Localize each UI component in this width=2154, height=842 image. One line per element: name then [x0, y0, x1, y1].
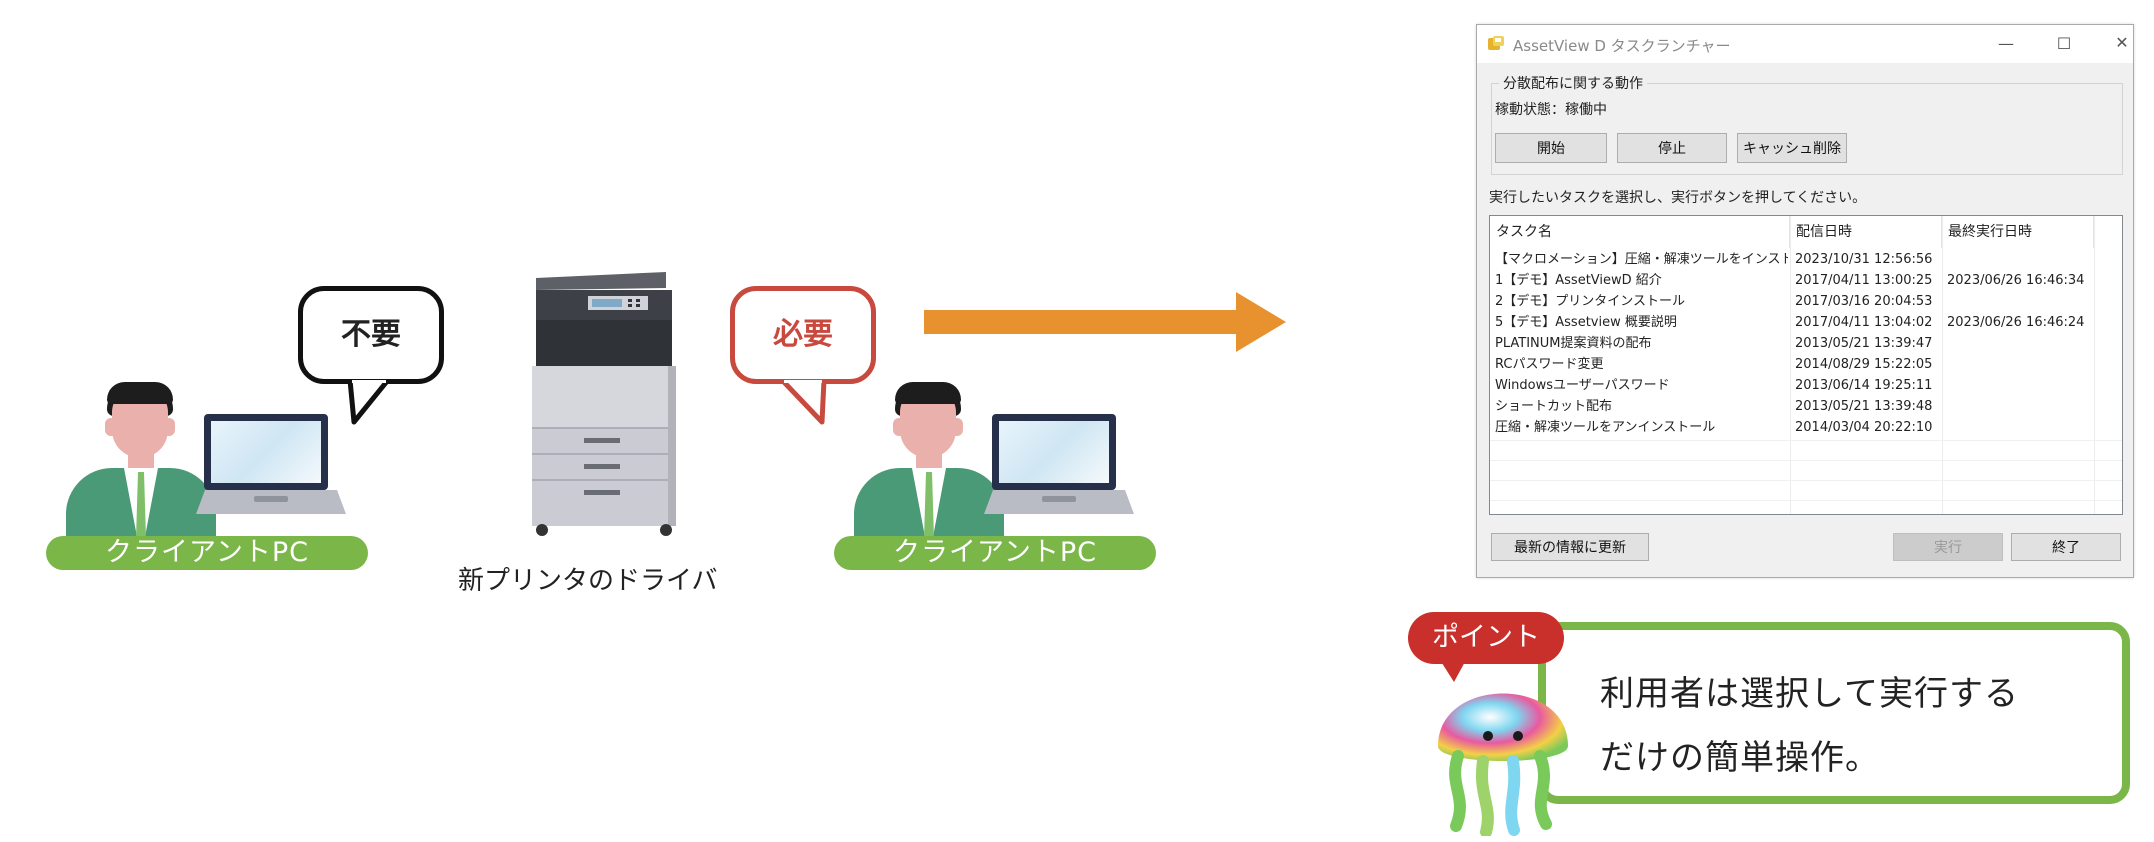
task-last-run — [1942, 418, 2094, 438]
task-last-run — [1942, 334, 2094, 354]
task-last-run — [1942, 292, 2094, 312]
client-pc-label-right: クライアントPC — [834, 536, 1156, 570]
speech-bubble-needed: 必要 — [730, 286, 876, 384]
client-laptop-right — [984, 414, 1134, 529]
task-name: 1【デモ】AssetViewD 紹介 — [1495, 273, 1662, 288]
clear-cache-button[interactable]: キャッシュ削除 — [1737, 133, 1847, 163]
arrow-right-icon — [924, 292, 1286, 352]
task-delivered: 2017/04/11 13:00:25 — [1795, 273, 1933, 288]
task-last-run — [1942, 376, 2094, 396]
point-badge-tail — [1440, 660, 1466, 682]
app-icon — [1488, 36, 1504, 50]
task-delivered: 2013/06/14 19:25:11 — [1795, 378, 1933, 393]
task-name: 圧縮・解凍ツールをアンインストール — [1495, 420, 1716, 435]
stop-button[interactable]: 停止 — [1617, 133, 1727, 163]
task-row[interactable]: ショートカット配布 2013/05/21 13:39:48 — [1490, 397, 2122, 417]
run-button[interactable]: 実行 — [1893, 533, 2003, 561]
task-name: 【マクロメーション】圧縮・解凍ツールをインスト… — [1495, 252, 1788, 267]
task-delivered: 2017/04/11 13:04:02 — [1795, 315, 1933, 330]
task-last-run — [1942, 355, 2094, 375]
task-last-run: 2023/06/26 16:46:24 — [1947, 315, 2085, 330]
task-name: Windowsユーザーパスワード — [1495, 378, 1670, 393]
task-launcher-window: AssetView D タスクランチャー — ☐ ✕ 分散配布に関する動作 稼動… — [1476, 24, 2134, 578]
task-name: PLATINUM提案資料の配布 — [1495, 336, 1652, 351]
printer-icon — [532, 272, 676, 536]
minimize-button[interactable]: — — [1998, 34, 2014, 53]
task-name: 5【デモ】Assetview 概要説明 — [1495, 315, 1677, 330]
task-row[interactable]: RCパスワード変更 2014/08/29 15:22:05 — [1490, 355, 2122, 375]
maximize-button[interactable]: ☐ — [2056, 34, 2072, 53]
column-header-delivered[interactable]: 配信日時 — [1790, 216, 1942, 248]
refresh-button[interactable]: 最新の情報に更新 — [1491, 533, 1649, 561]
task-delivered: 2014/03/04 20:22:10 — [1795, 420, 1933, 435]
task-last-run: 2023/06/26 16:46:34 — [1947, 273, 2085, 288]
task-row[interactable]: 2【デモ】プリンタインストール 2017/03/16 20:04:53 — [1490, 292, 2122, 312]
exit-button[interactable]: 終了 — [2011, 533, 2121, 561]
task-delivered: 2013/05/21 13:39:47 — [1795, 336, 1933, 351]
task-name: 2【デモ】プリンタインストール — [1495, 294, 1686, 309]
close-button[interactable]: ✕ — [2115, 33, 2129, 52]
column-header-last-run[interactable]: 最終実行日時 — [1942, 216, 2094, 248]
speech-bubble-not-needed: 不要 — [298, 286, 444, 384]
task-row[interactable]: 圧縮・解凍ツールをアンインストール 2014/03/04 20:22:10 — [1490, 418, 2122, 438]
task-row[interactable]: 5【デモ】Assetview 概要説明 2017/04/11 13:04:02 … — [1490, 313, 2122, 333]
start-button[interactable]: 開始 — [1495, 133, 1607, 163]
speech-bubble-tail-right — [779, 380, 827, 425]
task-name: RCパスワード変更 — [1495, 357, 1604, 372]
instruction-text: 実行したいタスクを選択し、実行ボタンを押してください。 — [1489, 190, 1867, 206]
client-user-right — [854, 382, 1004, 558]
task-last-run — [1942, 397, 2094, 417]
point-text-line1: 利用者は選択して実行する — [1600, 674, 2019, 714]
window-titlebar[interactable]: AssetView D タスクランチャー — ☐ ✕ — [1477, 25, 2133, 63]
task-name: ショートカット配布 — [1495, 399, 1613, 414]
task-row[interactable]: 1【デモ】AssetViewD 紹介 2017/04/11 13:00:25 2… — [1490, 271, 2122, 291]
distribution-groupbox — [1491, 83, 2123, 175]
client-laptop-left — [196, 414, 346, 529]
task-row[interactable]: 【マクロメーション】圧縮・解凍ツールをインスト… 2023/10/31 12:5… — [1490, 250, 2122, 270]
column-header-task-name[interactable]: タスク名 — [1490, 216, 1790, 248]
printer-driver-label: 新プリンタのドライバ — [458, 566, 718, 596]
task-delivered: 2023/10/31 12:56:56 — [1795, 252, 1933, 267]
window-title: AssetView D タスクランチャー — [1513, 37, 1731, 55]
point-text-line2: だけの簡単操作。 — [1600, 738, 1880, 778]
point-panel — [1538, 622, 2130, 804]
task-row[interactable]: PLATINUM提案資料の配布 2013/05/21 13:39:47 — [1490, 334, 2122, 354]
point-badge: ポイント — [1408, 612, 1564, 664]
client-pc-label-left: クライアントPC — [46, 536, 368, 570]
speech-bubble-tail-left — [347, 380, 391, 425]
operation-status: 稼動状態：稼働中 — [1495, 102, 1607, 118]
jellyfish-mascot-icon — [1438, 693, 1568, 836]
groupbox-title: 分散配布に関する動作 — [1499, 73, 1647, 93]
task-delivered: 2013/05/21 13:39:48 — [1795, 399, 1933, 414]
task-list[interactable]: タスク名 配信日時 最終実行日時 【マクロメーション】圧縮・解凍ツールをインスト… — [1489, 215, 2123, 515]
task-delivered: 2014/08/29 15:22:05 — [1795, 357, 1933, 372]
task-last-run — [1942, 250, 2094, 270]
task-delivered: 2017/03/16 20:04:53 — [1795, 294, 1933, 309]
client-user-left — [66, 382, 216, 558]
task-row[interactable]: Windowsユーザーパスワード 2013/06/14 19:25:11 — [1490, 376, 2122, 396]
